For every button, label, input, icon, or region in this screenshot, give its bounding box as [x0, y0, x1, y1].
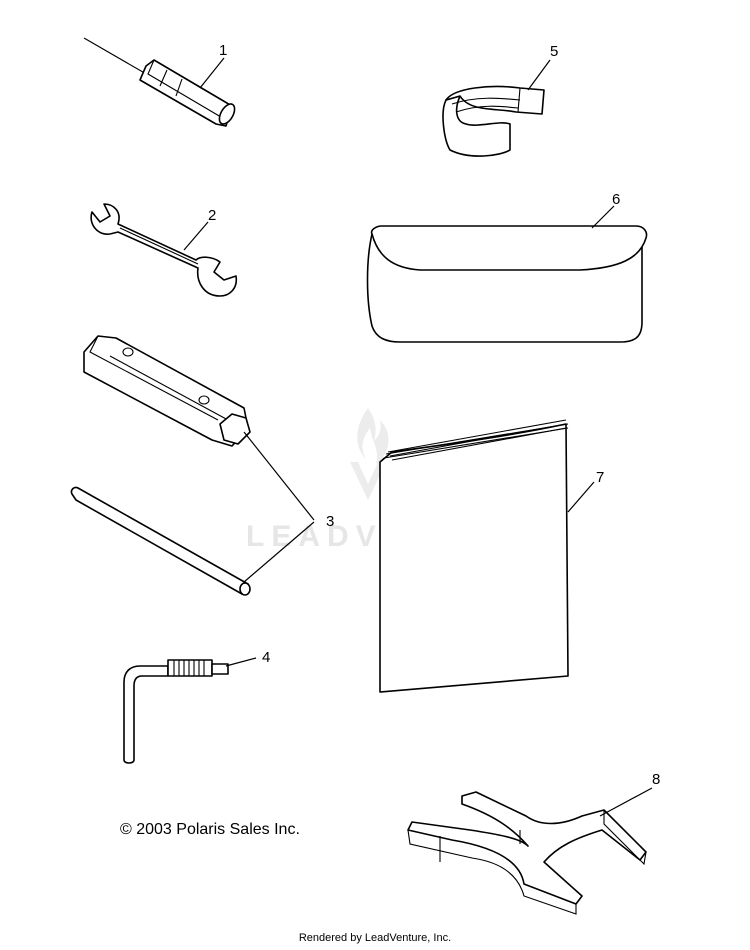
tube-socket-wrench: [83, 335, 251, 447]
callout-8: 8: [652, 771, 660, 788]
manual-booklet: [379, 419, 569, 693]
callouts: 1 2 3 4 5 6 7 8: [208, 42, 660, 788]
hex-key-grip-lines: [173, 660, 205, 676]
open-end-wrench: [90, 203, 238, 297]
callout-6: 6: [612, 191, 620, 208]
watermark-v-icon: [350, 462, 386, 500]
callout-3: 3: [326, 513, 334, 530]
callout-2: 2: [208, 207, 216, 224]
spanner-tool: [407, 791, 647, 915]
callout-1: 1: [219, 42, 227, 59]
leader-lines: [183, 57, 653, 817]
leader-1: [199, 57, 225, 89]
strap: [442, 85, 545, 157]
leader-3b: [243, 521, 315, 583]
hex-key: [123, 659, 229, 764]
render-credit: Rendered by LeadVenture, Inc.: [298, 932, 452, 944]
leader-3a: [243, 431, 315, 521]
watermark-flame-icon: [357, 408, 389, 464]
tool-pouch: [366, 225, 648, 343]
screwdriver: [83, 37, 236, 127]
leader-2: [183, 221, 209, 251]
leader-5: [527, 59, 551, 91]
callout-7: 7: [596, 469, 604, 486]
leader-7: [567, 481, 595, 513]
leader-4: [225, 657, 257, 667]
copyright-notice: © 2003 Polaris Sales Inc.: [120, 821, 300, 838]
leader-8: [599, 787, 653, 817]
leader-6: [591, 205, 615, 229]
tommy-bar: [70, 486, 251, 596]
callout-5: 5: [550, 43, 558, 60]
callout-4: 4: [262, 649, 270, 666]
